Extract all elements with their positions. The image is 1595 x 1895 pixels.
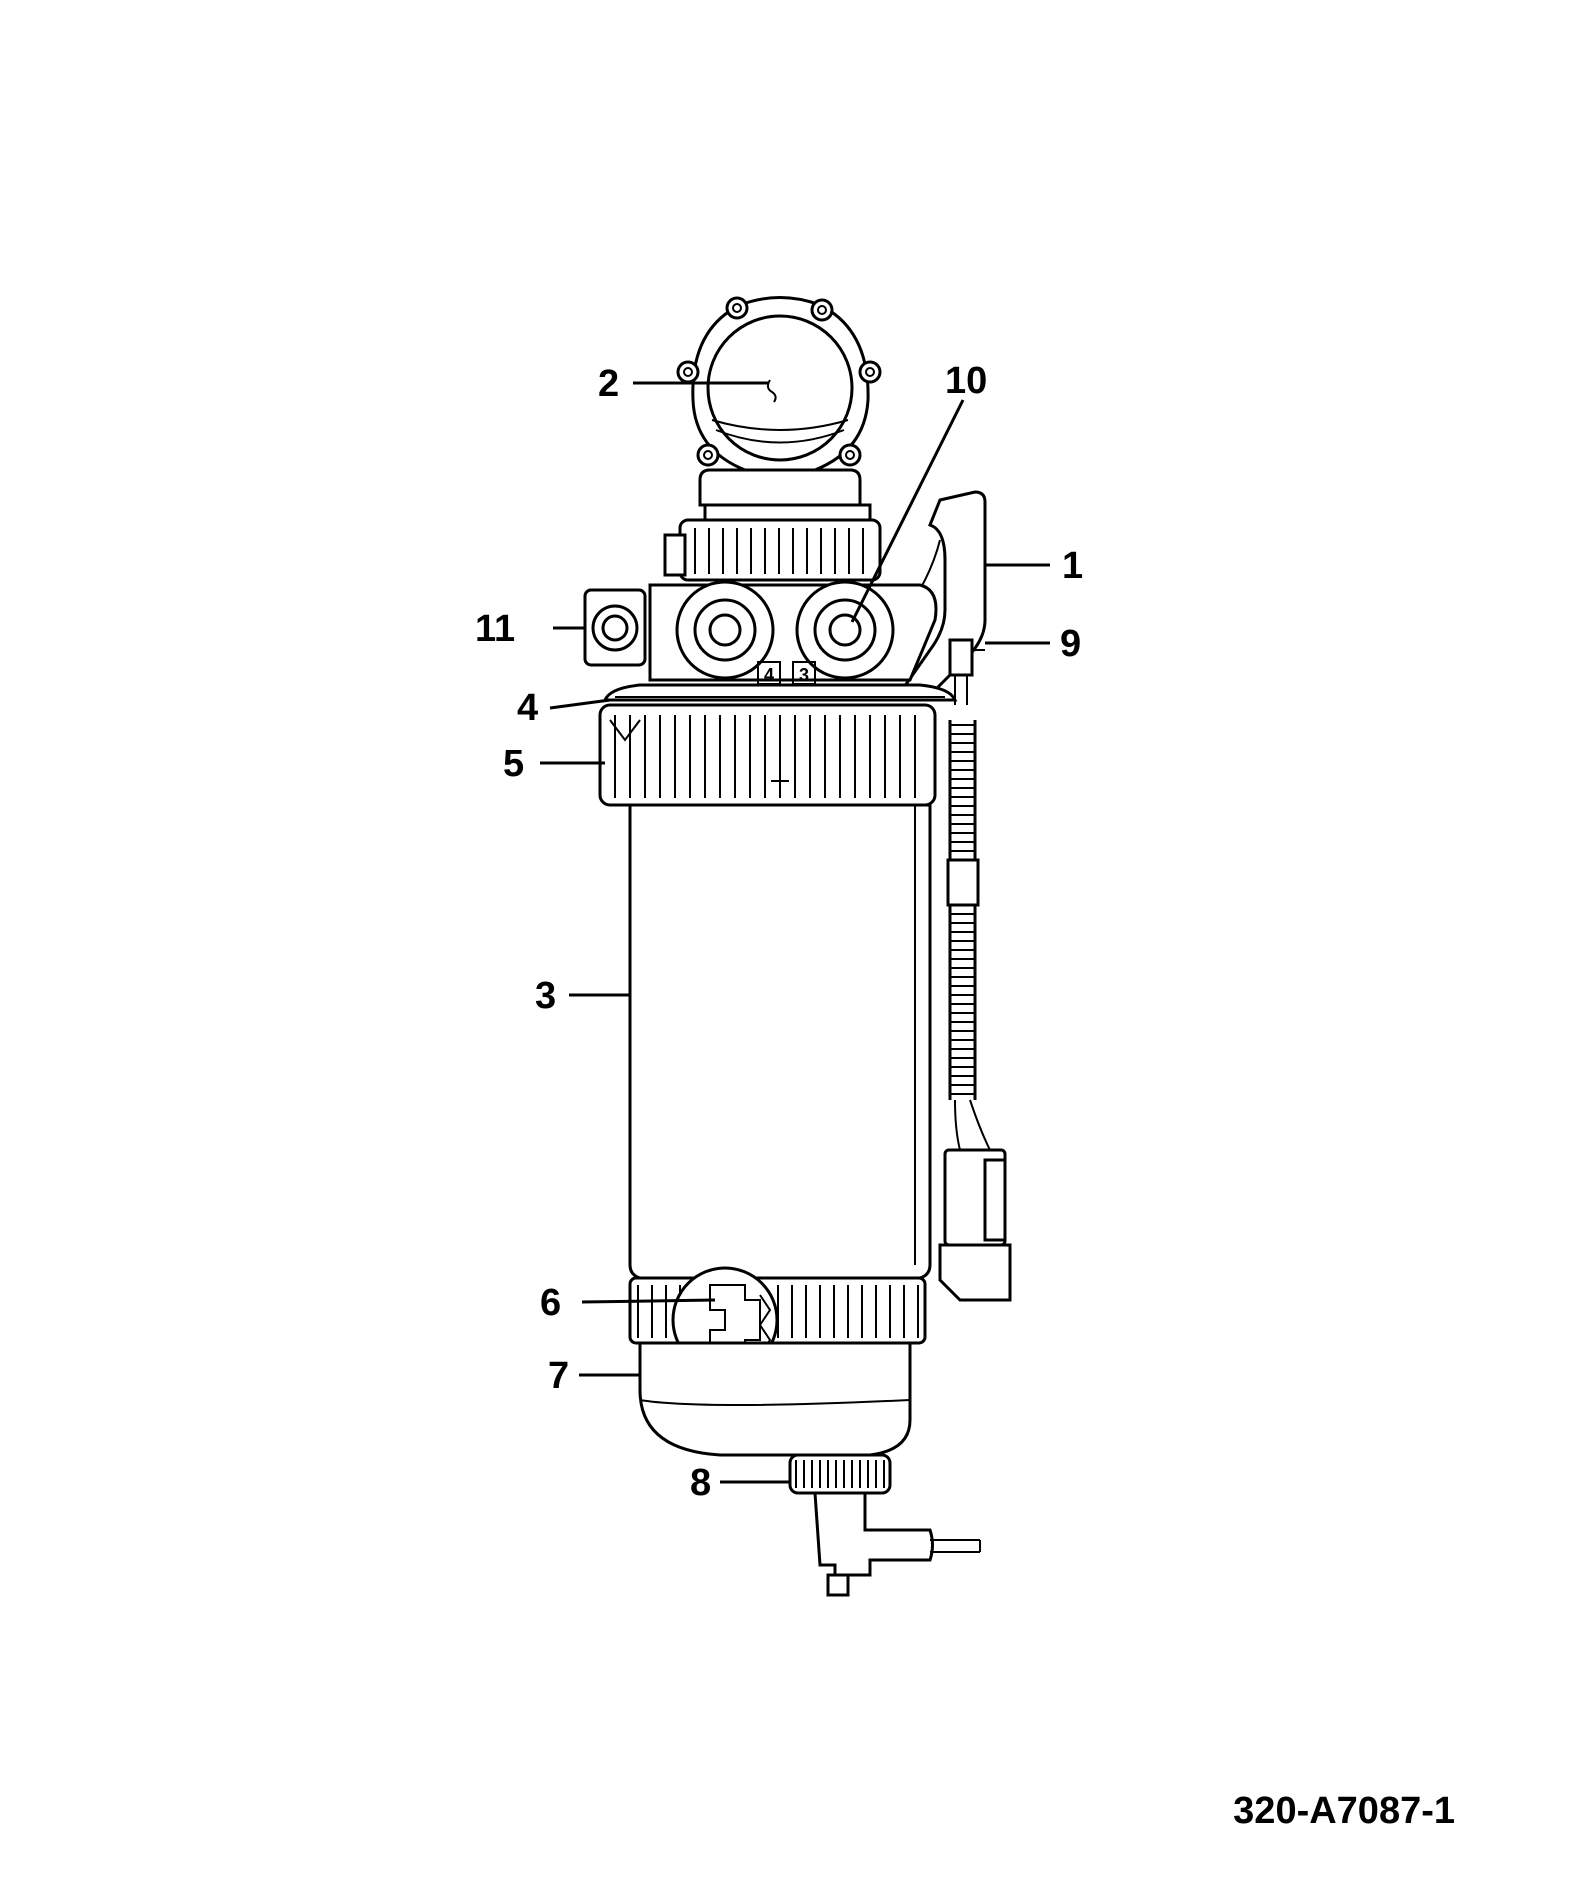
bowl-ring: [628, 1266, 927, 1374]
callout-5: 5: [503, 743, 524, 785]
figure-code: 320-A7087-1: [1233, 1790, 1455, 1832]
callout-8: 8: [690, 1462, 711, 1504]
callout-11: 11: [475, 608, 515, 650]
head-threaded-ring: [663, 518, 882, 582]
callout-4: 4: [517, 687, 538, 729]
port-mark-a: 4: [764, 665, 774, 685]
callout-10: 10: [945, 360, 987, 402]
filter-element: [628, 803, 932, 1280]
callout-1: 1: [1062, 545, 1083, 587]
wif-sensor: [948, 638, 985, 705]
filter-head-body: 4 3: [583, 580, 938, 685]
callout-2: 2: [598, 363, 619, 405]
filter-collar: [598, 703, 937, 807]
water-bowl: [638, 1341, 912, 1457]
drain-valve: [788, 1453, 981, 1597]
callout-3: 3: [535, 975, 556, 1017]
sensor-harness: [938, 720, 1012, 1302]
port-mark-b: 3: [799, 665, 809, 685]
callout-9: 9: [1060, 623, 1081, 665]
callout-7: 7: [548, 1355, 569, 1397]
callout-6: 6: [540, 1282, 561, 1324]
priming-pump-head: [676, 296, 882, 522]
head-seal-flange: [602, 683, 958, 702]
callouts: 1 2 3 4 5 6 7 8 9 10 11: [475, 360, 1083, 1504]
leader-lines: [540, 381, 1050, 1484]
